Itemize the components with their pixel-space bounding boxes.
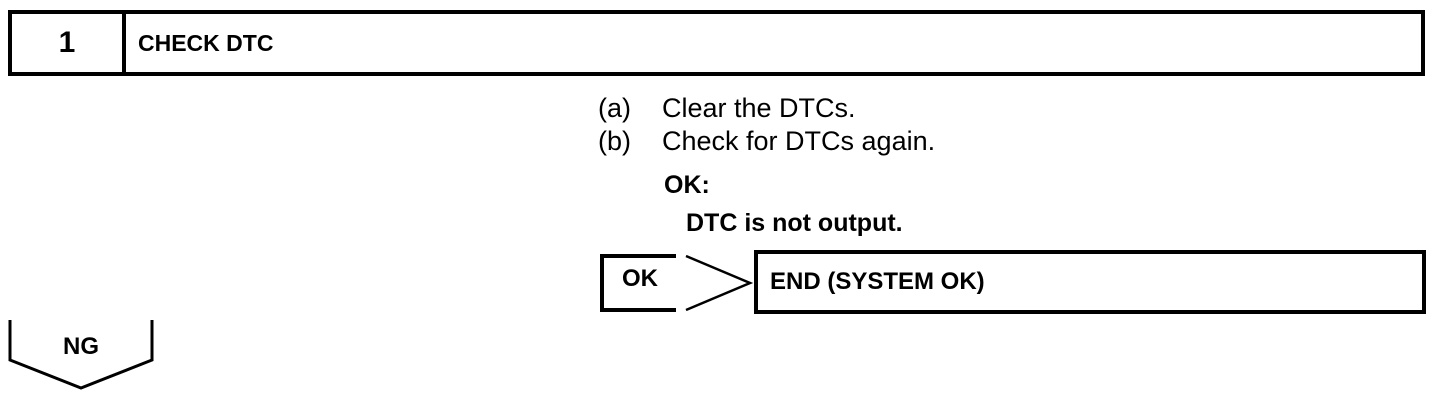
ok-arrow-icon — [600, 254, 754, 312]
procedure-step: (a) Clear the DTCs. — [598, 92, 935, 125]
ok-condition: OK: DTC is not output. — [664, 166, 903, 242]
procedure-step-text: Clear the DTCs. — [662, 93, 856, 123]
procedure-step: (b) Check for DTCs again. — [598, 125, 935, 158]
procedure-list: (a) Clear the DTCs. (b) Check for DTCs a… — [598, 92, 935, 158]
result-box: END (SYSTEM OK) — [754, 250, 1426, 314]
ok-branch-label: OK — [622, 265, 658, 292]
procedure-step-label: (a) — [598, 93, 631, 123]
ok-condition-criteria: DTC is not output. — [686, 209, 903, 237]
step-header: 1 CHECK DTC — [8, 10, 1425, 76]
procedure-step-text: Check for DTCs again. — [662, 126, 936, 156]
ng-branch-label: NG — [63, 333, 99, 360]
step-title: CHECK DTC — [138, 29, 274, 56]
ng-arrow-icon — [8, 320, 154, 390]
step-number: 1 — [12, 14, 126, 72]
ok-condition-heading: OK: — [664, 171, 710, 199]
procedure-step-label: (b) — [598, 126, 631, 156]
